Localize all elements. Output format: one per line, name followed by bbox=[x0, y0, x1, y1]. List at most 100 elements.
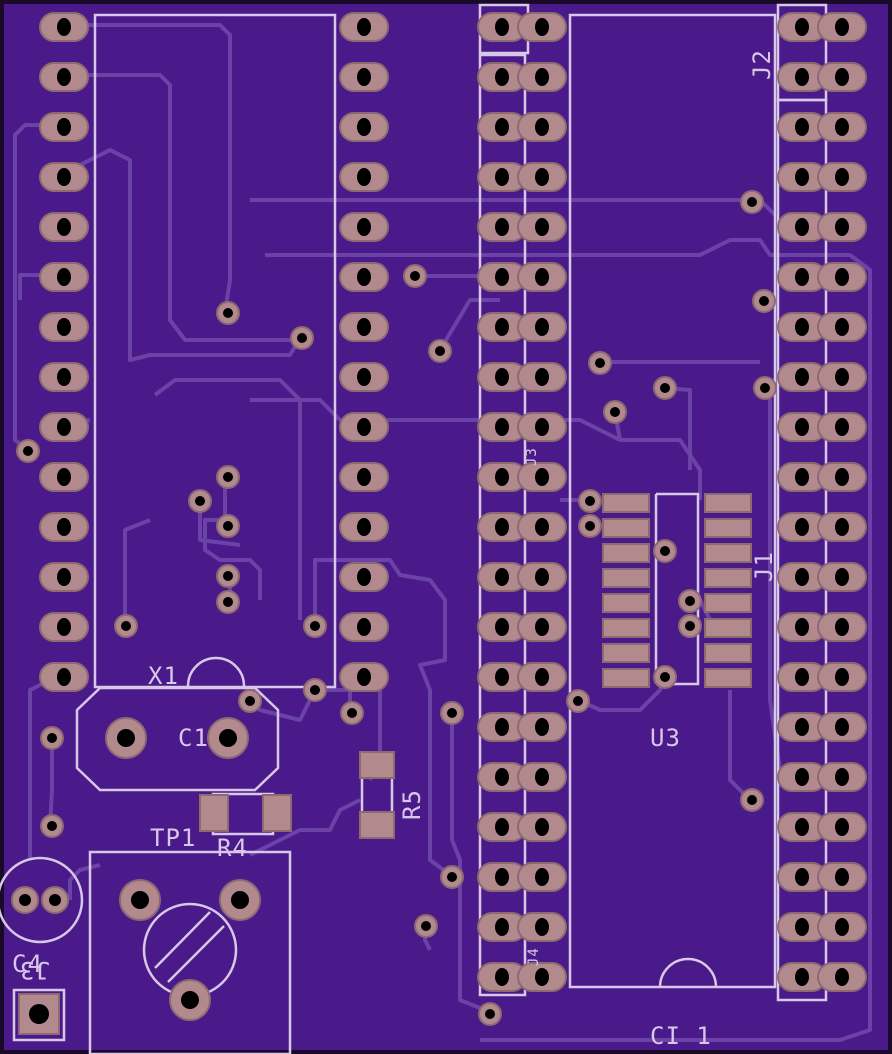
header-pin bbox=[477, 362, 527, 392]
ic-left-pin bbox=[39, 412, 89, 442]
via bbox=[40, 726, 64, 750]
u3-pad bbox=[602, 668, 650, 688]
capacitor-pad bbox=[11, 886, 39, 914]
silkscreen-outlines bbox=[0, 3, 828, 1054]
via bbox=[216, 465, 240, 489]
trimmer-pad bbox=[169, 979, 211, 1021]
header-pin bbox=[777, 812, 827, 842]
header-pin bbox=[517, 12, 567, 42]
via bbox=[678, 614, 702, 638]
header-pin bbox=[817, 362, 867, 392]
crystal-pad bbox=[207, 717, 249, 759]
label-tp1: TP1 bbox=[150, 824, 196, 852]
ic-left-pin bbox=[339, 412, 389, 442]
via bbox=[428, 339, 452, 363]
header-pin bbox=[817, 812, 867, 842]
ic-left-pin bbox=[339, 162, 389, 192]
via bbox=[603, 400, 627, 424]
header-pin bbox=[817, 112, 867, 142]
via bbox=[403, 264, 427, 288]
u3-pad bbox=[704, 493, 752, 513]
label-j3-mid: J3 bbox=[524, 447, 540, 466]
testpoint-pad bbox=[18, 993, 60, 1035]
via bbox=[340, 701, 364, 725]
via bbox=[653, 376, 677, 400]
ic-left-pin bbox=[339, 312, 389, 342]
ic-left-pin bbox=[339, 262, 389, 292]
header-pin bbox=[517, 512, 567, 542]
via bbox=[114, 614, 138, 638]
ic-left-pin bbox=[339, 462, 389, 492]
header-pin bbox=[777, 12, 827, 42]
via bbox=[578, 489, 602, 513]
via bbox=[40, 814, 64, 838]
via bbox=[653, 665, 677, 689]
ic-left-pin bbox=[39, 362, 89, 392]
header-pin bbox=[817, 512, 867, 542]
header-pin bbox=[517, 262, 567, 292]
ic-left-pin bbox=[39, 62, 89, 92]
via bbox=[238, 689, 262, 713]
ic-left-pin bbox=[339, 662, 389, 692]
label-u3: U3 bbox=[650, 724, 681, 752]
header-pin bbox=[777, 862, 827, 892]
ic-left-pin bbox=[339, 562, 389, 592]
header-pin bbox=[517, 812, 567, 842]
header-pin bbox=[817, 12, 867, 42]
crystal-pad bbox=[105, 717, 147, 759]
header-pin bbox=[477, 62, 527, 92]
header-pin bbox=[517, 412, 567, 442]
header-pin bbox=[817, 62, 867, 92]
via bbox=[678, 589, 702, 613]
header-pin bbox=[777, 712, 827, 742]
label-ci1: CI 1 bbox=[650, 1022, 712, 1050]
header-pin bbox=[477, 712, 527, 742]
u3-pad bbox=[602, 568, 650, 588]
ic-left-pin bbox=[39, 12, 89, 42]
header-pin bbox=[817, 462, 867, 492]
header-pin bbox=[817, 912, 867, 942]
label-j2: J2 bbox=[748, 49, 776, 80]
ic-left-pin bbox=[39, 512, 89, 542]
header-pin bbox=[517, 562, 567, 592]
ic-left-pin bbox=[39, 562, 89, 592]
via bbox=[216, 564, 240, 588]
header-pin bbox=[817, 662, 867, 692]
header-pin bbox=[777, 512, 827, 542]
u3-pad bbox=[704, 593, 752, 613]
via bbox=[216, 514, 240, 538]
header-pin bbox=[477, 312, 527, 342]
header-pin bbox=[817, 412, 867, 442]
label-c4: C4 bbox=[12, 950, 43, 978]
via bbox=[303, 678, 327, 702]
u3-pad bbox=[602, 593, 650, 613]
header-pin bbox=[477, 212, 527, 242]
header-pin bbox=[517, 912, 567, 942]
header-pin bbox=[817, 562, 867, 592]
via bbox=[290, 326, 314, 350]
u3-pad bbox=[704, 668, 752, 688]
header-pin bbox=[777, 262, 827, 292]
header-pin bbox=[517, 162, 567, 192]
header-pin bbox=[817, 712, 867, 742]
r4-pad bbox=[199, 794, 229, 832]
header-pin bbox=[517, 712, 567, 742]
header-pin bbox=[477, 512, 527, 542]
via bbox=[440, 701, 464, 725]
ic-left-pin bbox=[39, 612, 89, 642]
silkscreen-labels: X1 C1 TP1 R4 R5 C4 J3 J2 J1 J3 J4 U3 CI … bbox=[12, 49, 778, 1050]
header-pin bbox=[777, 912, 827, 942]
header-pin bbox=[477, 962, 527, 992]
trimmer-pad bbox=[219, 879, 261, 921]
header-pin bbox=[517, 962, 567, 992]
ic-left-pin bbox=[39, 462, 89, 492]
ic-left-pin bbox=[39, 112, 89, 142]
u3-pad bbox=[602, 493, 650, 513]
label-r4: R4 bbox=[217, 834, 248, 862]
header-pin bbox=[517, 662, 567, 692]
label-j4: J4 bbox=[526, 947, 542, 966]
header-pin bbox=[817, 862, 867, 892]
header-pin bbox=[817, 162, 867, 192]
